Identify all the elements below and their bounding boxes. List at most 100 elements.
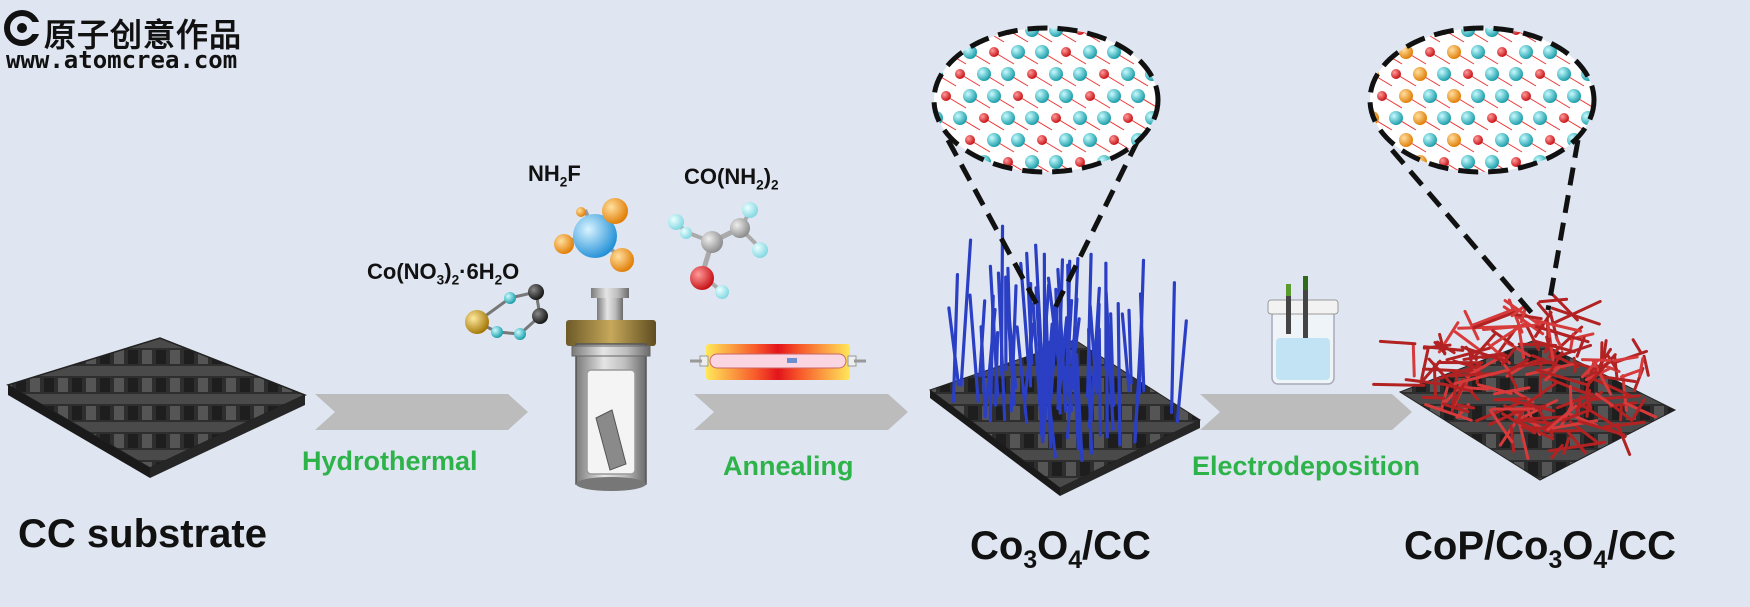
nanowire bbox=[1138, 292, 1146, 393]
lattice-atom bbox=[1147, 157, 1157, 167]
lattice-atom bbox=[1377, 91, 1387, 101]
lattice-atom bbox=[1413, 28, 1427, 37]
lattice-atom bbox=[1399, 133, 1413, 147]
lattice-atom bbox=[1471, 45, 1485, 59]
nanowire bbox=[1465, 356, 1501, 378]
lattice-atom bbox=[1447, 133, 1461, 147]
lattice-atom bbox=[1049, 28, 1063, 37]
nanowire bbox=[1422, 367, 1482, 374]
lattice-atom bbox=[1509, 67, 1523, 81]
lattice-atom bbox=[1389, 28, 1403, 37]
nanowire bbox=[1457, 325, 1519, 330]
lattice-atom bbox=[1485, 67, 1499, 81]
lattice-atom bbox=[1471, 89, 1485, 103]
cc-substrate-label: CC substrate bbox=[18, 512, 267, 556]
lattice-atom bbox=[1439, 157, 1449, 167]
nanowire bbox=[1445, 346, 1491, 362]
nanowire bbox=[951, 272, 960, 403]
lattice-atom bbox=[987, 89, 1001, 103]
nanowire bbox=[1631, 397, 1646, 421]
lattice-atom bbox=[1147, 28, 1157, 35]
lattice-atom bbox=[977, 67, 991, 81]
nanowire bbox=[1070, 257, 1080, 391]
nanowire bbox=[999, 224, 1005, 376]
nanowire bbox=[1470, 307, 1516, 327]
cop-nanosheet-array bbox=[1372, 293, 1677, 481]
lattice-atom bbox=[1085, 91, 1095, 101]
lattice-atom bbox=[1591, 45, 1594, 59]
lattice-atom bbox=[1569, 47, 1579, 57]
lattice-atom bbox=[979, 113, 989, 123]
nanowire bbox=[1568, 385, 1573, 409]
nanowire bbox=[968, 293, 980, 403]
lattice-atom bbox=[953, 28, 967, 37]
lattice-bond bbox=[1587, 29, 1594, 43]
nanowire bbox=[1420, 347, 1430, 381]
lattice-atom bbox=[1463, 69, 1473, 79]
watermark-url: www.atomcrea.com bbox=[6, 46, 238, 74]
lattice-atom bbox=[1121, 28, 1135, 37]
tube-furnace-icon bbox=[690, 344, 866, 380]
nanowire bbox=[1372, 382, 1426, 387]
lattice-atom bbox=[1375, 45, 1389, 59]
nanowire bbox=[1577, 419, 1626, 437]
nanowire bbox=[1547, 440, 1607, 453]
lattice-atom bbox=[1447, 45, 1461, 59]
lattice-atom bbox=[1025, 111, 1039, 125]
ammonium-fluoride-molecule-icon bbox=[554, 198, 634, 272]
nanowire bbox=[1591, 359, 1613, 396]
lattice-atom bbox=[1495, 133, 1509, 147]
lattice-bond bbox=[1395, 29, 1417, 43]
lattice-atom bbox=[1583, 28, 1593, 35]
nanowire bbox=[1046, 276, 1061, 364]
cobalt-nitrate-molecule-icon bbox=[465, 284, 548, 340]
lattice-atom bbox=[1073, 111, 1087, 125]
lattice-atom bbox=[1027, 69, 1037, 79]
nanowire bbox=[1566, 430, 1587, 455]
nanowire bbox=[1546, 404, 1578, 432]
lattice-atom bbox=[1511, 157, 1521, 167]
nanowire bbox=[1580, 358, 1600, 379]
lattice-atom bbox=[1075, 157, 1085, 167]
nanowire bbox=[1550, 306, 1601, 326]
lattice-atom bbox=[1011, 45, 1025, 59]
co3o4-nanowire-array bbox=[928, 224, 1202, 496]
nh2f-label: NH2F bbox=[528, 161, 581, 190]
lattice-atom bbox=[1011, 133, 1025, 147]
urea-molecule-icon bbox=[668, 202, 768, 299]
nanowire bbox=[1534, 311, 1553, 338]
lattice-atom bbox=[1437, 67, 1451, 81]
nanowire bbox=[1441, 402, 1470, 414]
lattice-bond bbox=[1162, 140, 1182, 152]
brand-logo-icon bbox=[4, 10, 42, 46]
lattice-atom bbox=[1073, 67, 1087, 81]
lattice-atom bbox=[1461, 111, 1475, 125]
nanowire bbox=[1031, 302, 1045, 444]
nanowire bbox=[1472, 309, 1520, 330]
lattice-atom bbox=[1061, 47, 1071, 57]
lattice-atom bbox=[1083, 133, 1097, 147]
lattice-bond bbox=[1598, 52, 1618, 64]
cop-co3o4-cc-label: CoP/Co3O4/CC bbox=[1404, 524, 1677, 574]
lattice-atom bbox=[1485, 155, 1499, 169]
lattice-atom bbox=[987, 133, 1001, 147]
nanowire bbox=[1056, 267, 1068, 414]
lattice-atom bbox=[1025, 155, 1039, 169]
lattice-atom bbox=[1059, 89, 1073, 103]
lattice-atom bbox=[1545, 135, 1555, 145]
nanowire bbox=[1547, 325, 1584, 359]
nanowire bbox=[1006, 307, 1017, 407]
lattice-atom bbox=[955, 69, 965, 79]
nanowire bbox=[1120, 312, 1131, 393]
lattice-bond bbox=[1371, 29, 1393, 43]
lattice-atom bbox=[1497, 47, 1507, 57]
lattice-atom bbox=[1107, 89, 1121, 103]
autoclave-reactor-icon bbox=[566, 288, 656, 491]
nanowire bbox=[1444, 383, 1474, 393]
lattice-atom bbox=[1049, 155, 1063, 169]
lattice-bond bbox=[1151, 29, 1158, 43]
lattice-atom bbox=[1155, 133, 1158, 147]
nanowire bbox=[1458, 385, 1490, 391]
